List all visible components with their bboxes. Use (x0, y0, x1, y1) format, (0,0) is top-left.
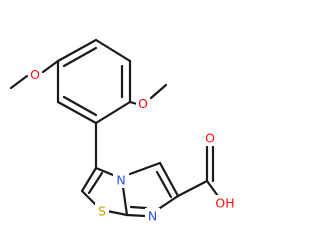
bond-thiazole-c7a-n (121, 185, 129, 217)
bond-c-to-oh (205, 179, 220, 198)
bond-imidazole-c5-c6-inner (155, 170, 173, 199)
atom-layer: O O N S N O OH (28, 67, 238, 224)
atom-o-methoxy-right-label: O (138, 96, 148, 111)
bond-c6-to-cooh (176, 179, 209, 198)
atom-o-methoxy-left: O (28, 67, 42, 82)
bond-thiazole-c3-c2 (80, 166, 98, 193)
atom-oh-hydroxyl: OH (212, 195, 238, 211)
bond-methyl-left (9, 74, 29, 90)
atom-o-methoxy-left-label: O (30, 67, 40, 82)
bond-imidazole-n-c7a (125, 213, 148, 218)
atom-o-methoxy-right: O (136, 96, 150, 111)
bond-benzene-2 (94, 38, 132, 63)
molecule-structure: O O N S N O OH (9, 38, 238, 224)
atom-n-bridgehead: N (113, 172, 129, 188)
atom-n-bridgehead-label: N (116, 173, 125, 188)
atom-n-imidazole-label: N (148, 209, 157, 224)
bond-methyl-right (149, 83, 168, 100)
bond-imidazole-c5-c6 (158, 161, 180, 198)
atom-s-thiazole: S (95, 203, 109, 219)
bond-thiazole-c3-n (94, 166, 115, 177)
bond-imidazole-c6-n (155, 194, 180, 212)
bond-benzene-5-inner (62, 95, 98, 117)
bond-thiazole-s-c7a (105, 209, 129, 217)
bond-thiazole-c3-c2-inner (87, 171, 104, 195)
atom-oh-hydroxyl-label: OH (215, 196, 234, 211)
bond-ring-to-o-right (128, 100, 139, 106)
bond-o-left-to-ring (41, 59, 60, 74)
bond-benzene-4 (94, 100, 132, 125)
bond-benzene-5 (56, 100, 98, 125)
bond-imidazole-n-c5 (128, 161, 162, 176)
bond-imidazole-n-c7a-inner (129, 205, 148, 210)
atom-n-imidazole: N (145, 208, 160, 224)
atom-o-carbonyl: O (202, 130, 218, 146)
bond-thiazole-c2-s (80, 189, 99, 208)
bond-layer (9, 38, 220, 218)
bond-benzene-1-inner (62, 46, 98, 68)
atom-s-thiazole-label: S (98, 204, 106, 219)
bond-benzene-1 (56, 38, 98, 63)
atom-o-carbonyl-label: O (205, 131, 215, 146)
